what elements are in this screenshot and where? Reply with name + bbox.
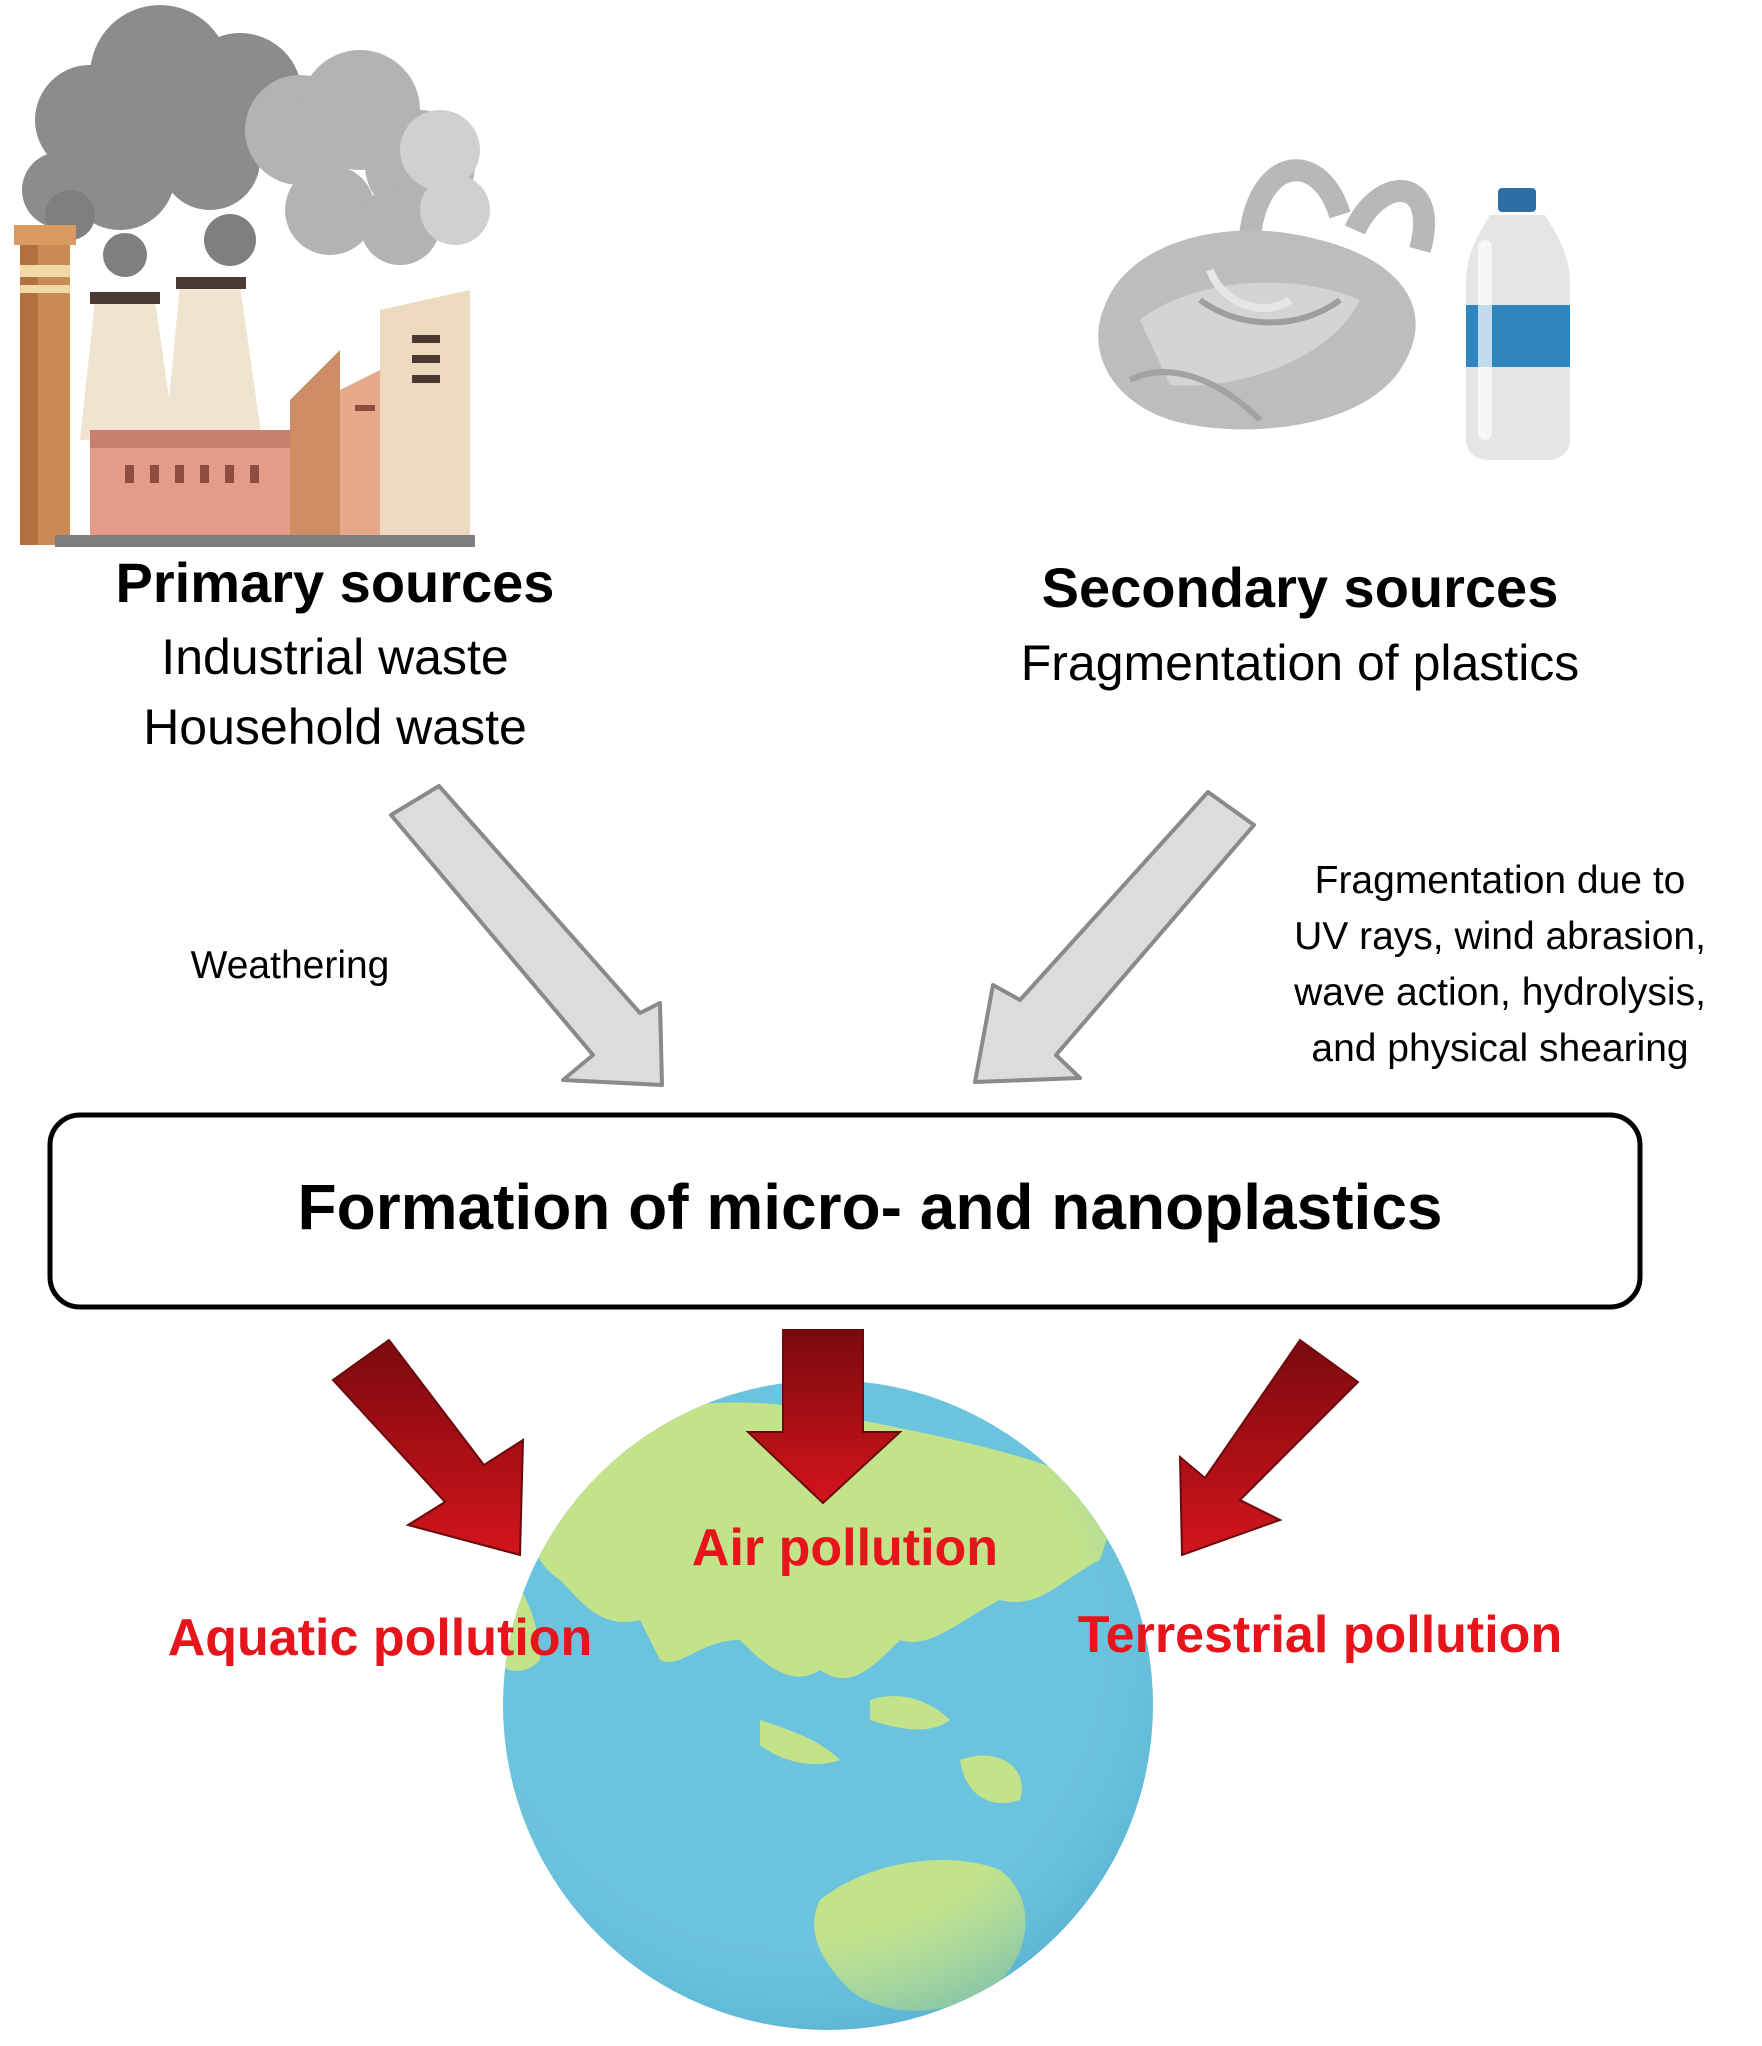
fragmentation-note-line: wave action, hydrolysis,: [1294, 971, 1706, 1014]
factory-icon: [14, 5, 490, 547]
primary-source-item: Household waste: [143, 699, 527, 755]
terrestrial-pollution-label: Terrestrial pollution: [1077, 1606, 1563, 1664]
plastic-bag-and-bottle-icon: [1098, 159, 1570, 460]
primary-sources-title: Primary sources: [115, 551, 555, 614]
air-pollution-label: Air pollution: [691, 1519, 999, 1577]
fragmentation-note-line: and physical shearing: [1311, 1027, 1689, 1070]
formation-box: [47, 1112, 1643, 1310]
air-arrow: [745, 1329, 903, 1505]
smoke-cloud: [22, 5, 302, 230]
fragmentation-arrow: [973, 790, 1256, 1084]
weathering-arrow: [389, 784, 664, 1087]
globe-icon: [503, 1380, 1153, 2030]
aquatic-arrow: [331, 1338, 525, 1557]
formation-title: Formation of micro- and nanoplastics: [297, 1171, 1443, 1243]
fragmentation-note-line: UV rays, wind abrasion,: [1294, 915, 1706, 958]
aquatic-pollution-label: Aquatic pollution: [167, 1609, 593, 1667]
terrestrial-arrow: [1178, 1338, 1360, 1557]
secondary-sources-title: Secondary sources: [1041, 556, 1559, 619]
fragmentation-note-line: Fragmentation due to: [1314, 859, 1686, 902]
secondary-source-item: Fragmentation of plastics: [1020, 635, 1580, 691]
primary-source-item: Industrial waste: [161, 629, 509, 685]
weathering-label: Weathering: [190, 944, 390, 987]
